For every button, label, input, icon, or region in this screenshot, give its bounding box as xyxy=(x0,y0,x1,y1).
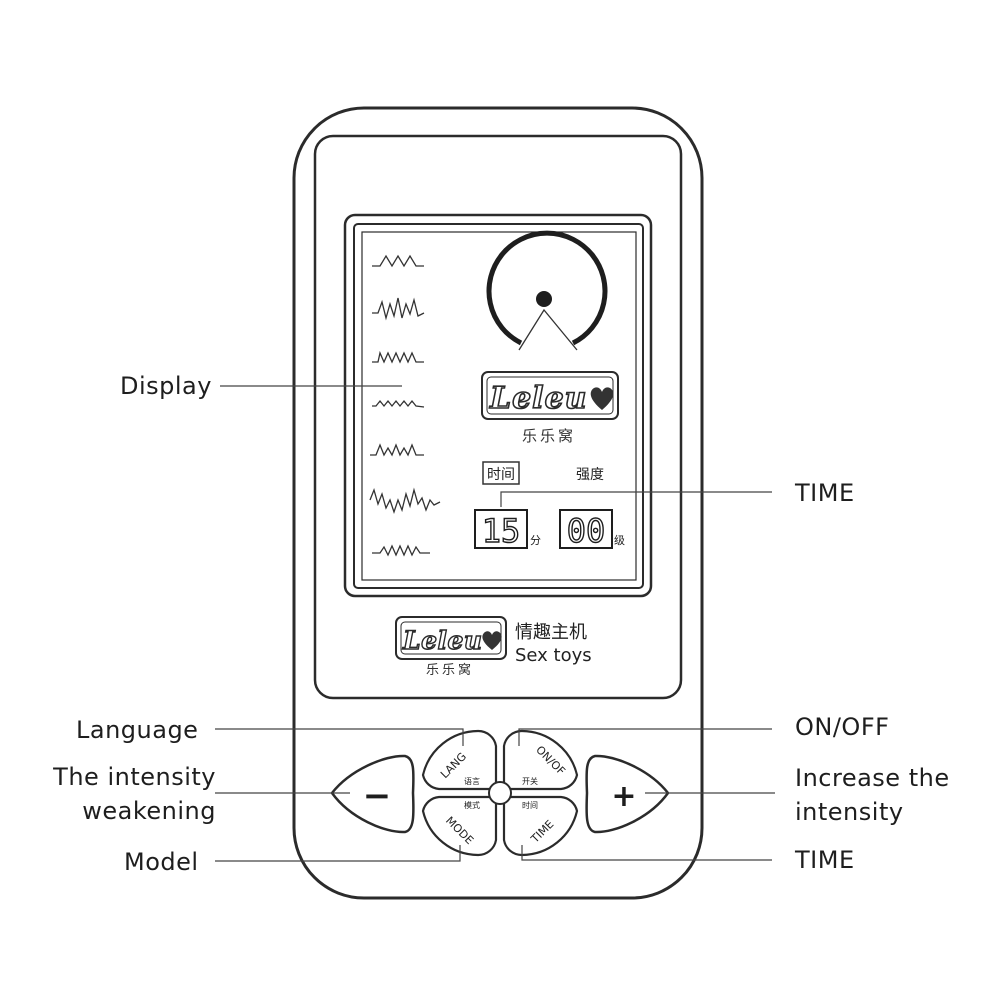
screen-brand-cn: 乐乐窝 xyxy=(522,427,576,445)
level-readout-box xyxy=(559,509,613,549)
callout-intensity-down-line2: weakening xyxy=(82,797,216,825)
callout-model: Model xyxy=(124,848,199,876)
leader-model xyxy=(215,845,461,862)
heart-icon xyxy=(590,387,614,410)
device-brand-cn: 乐乐窝 xyxy=(426,662,474,678)
device-product-en: Sex toys xyxy=(515,645,592,666)
minus-button-label: − xyxy=(363,776,392,816)
time-tag: 时间 xyxy=(487,467,515,483)
minus-button[interactable] xyxy=(330,754,415,834)
waveform-2 xyxy=(372,297,425,321)
heart-icon xyxy=(482,631,502,650)
dial-arc xyxy=(486,230,608,346)
waveform-5 xyxy=(370,443,424,457)
center-button[interactable] xyxy=(488,781,512,805)
onoff-button-cn: 开关 xyxy=(522,776,538,786)
screen-logo-frame xyxy=(481,371,619,420)
leader-language xyxy=(215,728,464,746)
callout-intensity-up-line2: intensity xyxy=(795,798,904,826)
plus-button[interactable] xyxy=(585,754,670,834)
mode-button-cn: 模式 xyxy=(464,800,480,810)
plus-button-label: + xyxy=(611,779,636,814)
time-button-cn: 时间 xyxy=(522,800,538,810)
callout-time-bottom: TIME xyxy=(795,846,855,874)
callout-language: Language xyxy=(76,716,199,744)
waveform-3 xyxy=(372,350,424,364)
waveform-7 xyxy=(372,544,430,557)
device-logo-frame xyxy=(395,616,507,660)
onoff-button[interactable] xyxy=(502,729,579,791)
callout-intensity-down: The intensity weakening xyxy=(20,760,216,828)
waveform-4 xyxy=(372,399,425,408)
callout-intensity-up-line1: Increase the xyxy=(795,764,950,792)
dial-center xyxy=(536,291,552,307)
mode-button[interactable] xyxy=(421,795,498,857)
callout-intensity-up: Increase the intensity xyxy=(795,761,950,829)
callout-time-top: TIME xyxy=(795,479,855,507)
callout-intensity-down-line1: The intensity xyxy=(53,763,216,791)
time-readout-box xyxy=(474,509,528,549)
callout-display: Display xyxy=(120,372,212,400)
time-readout-unit: 分 xyxy=(530,534,541,547)
level-readout-value: 00 xyxy=(567,512,606,550)
dial-icon xyxy=(486,230,608,351)
lang-button[interactable] xyxy=(421,729,498,791)
level-readout-unit: 级 xyxy=(614,534,625,547)
time-button[interactable] xyxy=(502,795,579,857)
waveform-6 xyxy=(369,487,441,515)
dial-needle xyxy=(518,308,578,351)
device-product-cn: 情趣主机 xyxy=(515,622,587,643)
device-brand-logo: Leleu xyxy=(402,626,483,655)
lang-button-cn: 语言 xyxy=(464,776,480,786)
waveform-icon xyxy=(369,254,441,557)
waveform-1 xyxy=(372,254,424,268)
leader-time-top xyxy=(500,491,772,507)
time-tag-box xyxy=(482,461,520,485)
leader-time-bottom xyxy=(521,845,772,861)
screen-brand-logo: Leleu xyxy=(489,381,587,416)
leader-lines xyxy=(215,385,775,862)
leader-onoff xyxy=(518,728,772,746)
time-readout-value: 15 xyxy=(482,512,521,550)
strength-tag: 强度 xyxy=(576,467,604,483)
callout-onoff: ON/OFF xyxy=(795,713,890,741)
